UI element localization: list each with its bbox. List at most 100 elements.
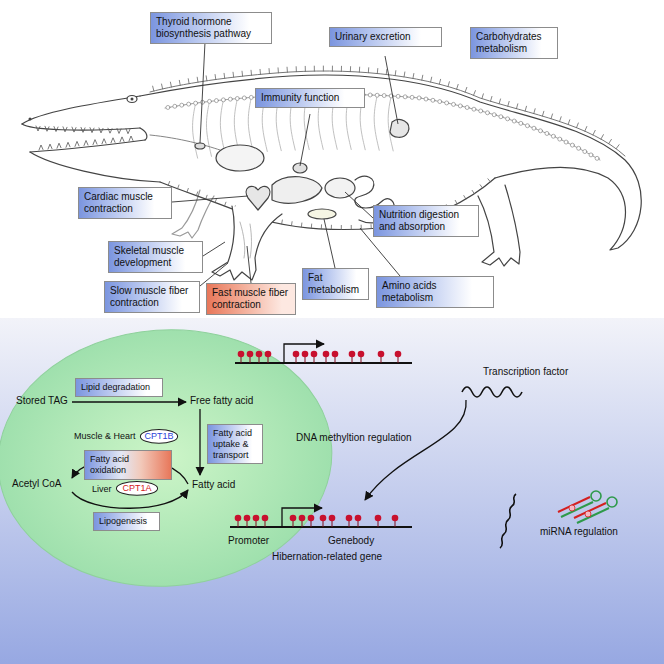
methyl-mark (293, 351, 300, 363)
methyl-mark (302, 351, 309, 363)
methyl-dot (253, 515, 260, 522)
scale-mark (585, 127, 587, 132)
transcription-factor-wave (462, 387, 522, 397)
function-box: Skeletal muscle development (108, 241, 203, 273)
scale-mark (431, 77, 432, 82)
scale-mark (179, 80, 181, 85)
scale-mark (457, 84, 459, 89)
leader-line (300, 114, 310, 166)
methyl-mark (235, 515, 242, 527)
scale-mark (269, 69, 270, 74)
tooth (39, 145, 43, 150)
vertebra (564, 140, 568, 144)
enzyme-oval: CPT1B (140, 429, 178, 444)
vertebra (382, 94, 386, 98)
tooth (129, 136, 133, 141)
dna-strand (230, 526, 412, 528)
scale-mark (278, 68, 279, 73)
scale-mark (455, 200, 457, 204)
tooth (126, 129, 130, 134)
methyl-dot (244, 515, 251, 522)
scale-mark (188, 79, 190, 84)
leader-line (200, 42, 205, 143)
mirna-hairpin (558, 497, 590, 512)
scale-mark (508, 101, 509, 106)
methyl-dot (378, 351, 385, 358)
scale-mark (534, 109, 535, 114)
function-box: Slow muscle fiber contraction (104, 281, 200, 313)
methyl-dot (238, 351, 245, 358)
vertebra (538, 129, 542, 133)
vertebra (228, 97, 232, 101)
methyl-mark (332, 351, 339, 363)
vertebra (249, 95, 253, 99)
heart (246, 186, 270, 210)
scale-mark (542, 111, 543, 116)
fat-body (308, 209, 336, 219)
rib (206, 101, 211, 156)
vertebra (499, 115, 503, 119)
function-box: Immunity function (255, 88, 365, 108)
diagram-label: Promoter (228, 535, 269, 547)
leader-line (324, 219, 335, 268)
methyl-dot (355, 515, 362, 522)
vertebra (187, 102, 191, 106)
oval-shape (116, 481, 157, 495)
scale-mark (351, 225, 352, 229)
methyl-mark (320, 515, 327, 527)
scale-mark (311, 224, 312, 228)
scale-mark (332, 66, 333, 71)
eye (127, 96, 137, 103)
methyl-dot (320, 515, 327, 522)
methyl-mark (265, 351, 272, 363)
node-text: Nutrition digestion and absorption (379, 209, 473, 233)
tooth (36, 126, 40, 131)
process-box: Fatty acid uptake & transport (207, 424, 263, 464)
vertebra (485, 111, 489, 115)
diagram-label: Liver (92, 484, 112, 495)
methyl-dot (235, 515, 242, 522)
node-text: Lipid degradation (81, 382, 157, 393)
tooth (81, 127, 85, 132)
scale-mark (490, 96, 491, 101)
mirna-bulge (585, 511, 591, 517)
vertebra (445, 101, 449, 105)
node-text: Fast muscle fiber contraction (212, 287, 290, 311)
vertebra (166, 105, 170, 109)
tooth (48, 144, 52, 149)
scale-mark (215, 75, 217, 80)
methyl-mark (253, 515, 260, 527)
oval-shape (140, 429, 177, 443)
leader-line (203, 242, 225, 256)
methyl-dot (375, 515, 382, 522)
scale-mark (206, 195, 207, 199)
trachea (150, 135, 220, 150)
scale-mark (260, 69, 261, 74)
scale-mark (560, 117, 562, 122)
node-text: Cardiac muscle contraction (84, 191, 166, 215)
pupil (131, 98, 134, 101)
rib (374, 95, 379, 150)
tooth (84, 141, 88, 146)
scale-mark (331, 225, 332, 229)
scale-mark (525, 106, 526, 111)
vertebra (492, 113, 496, 117)
process-box: Lipid degradation (75, 378, 163, 397)
node-text: Urinary excretion (335, 31, 436, 43)
vertebra (458, 104, 462, 108)
scale-mark (251, 70, 253, 75)
mirna-bulge (569, 505, 575, 511)
tooth (63, 127, 67, 132)
vertebra (368, 93, 372, 97)
vertebra (532, 126, 536, 130)
scale-mark (465, 87, 467, 92)
vertebra (545, 131, 549, 135)
enzyme-oval: CPT1A (116, 481, 158, 496)
tss-arrow (282, 508, 322, 527)
vertebra (512, 119, 516, 123)
methyl-dot (329, 515, 336, 522)
scale-mark (341, 225, 342, 229)
scale-mark (170, 82, 171, 87)
scale-mark (576, 123, 578, 128)
